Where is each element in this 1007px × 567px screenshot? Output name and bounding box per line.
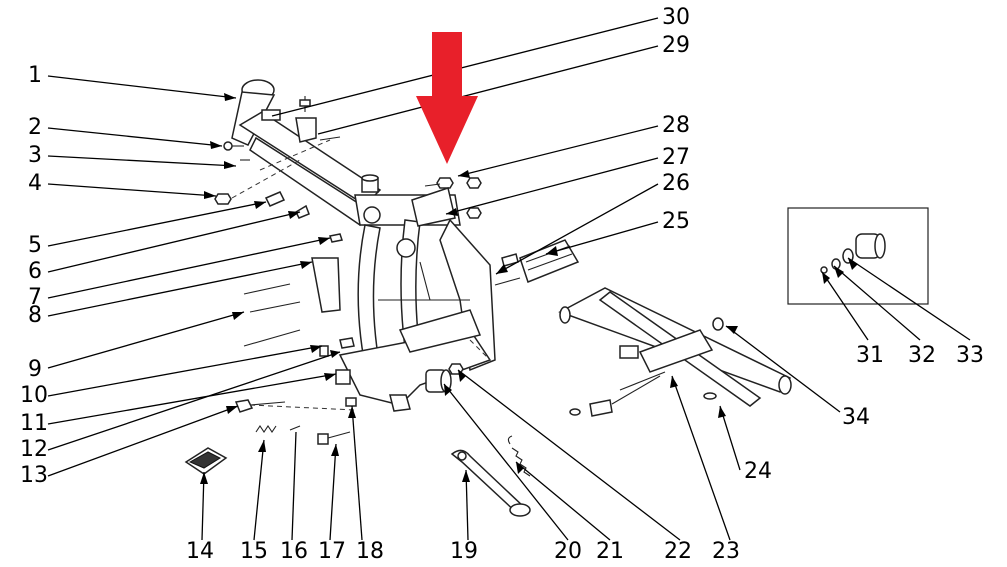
left-footpeg	[184, 447, 228, 475]
callout-17: 17	[318, 539, 346, 564]
highlight-arrow-icon	[416, 32, 478, 164]
callout-14: 14	[186, 539, 214, 564]
inset-detail-box	[787, 207, 929, 305]
callout-7: 7	[28, 285, 42, 310]
callout-3: 3	[28, 143, 42, 168]
callout-19: 19	[450, 539, 478, 564]
callout-33: 33	[956, 343, 984, 368]
callout-20: 20	[554, 539, 582, 564]
bottom-left-hardware	[234, 394, 411, 445]
callout-27: 27	[662, 145, 690, 170]
top-bushings	[361, 174, 482, 227]
callout-8: 8	[28, 303, 42, 328]
callout-30: 30	[662, 5, 690, 30]
leader-lines	[47, 17, 971, 541]
callout-9: 9	[28, 357, 42, 382]
callout-24: 24	[744, 459, 772, 484]
swing-arm	[558, 287, 792, 417]
callout-1: 1	[28, 63, 42, 88]
callout-31: 31	[856, 343, 884, 368]
side-stand	[450, 435, 531, 517]
callout-29: 29	[662, 33, 690, 58]
callout-6: 6	[28, 259, 42, 284]
callout-23: 23	[712, 539, 740, 564]
callout-28: 28	[662, 113, 690, 138]
leader-arrowheads	[200, 93, 858, 484]
callout-34: 34	[842, 405, 870, 430]
callout-21: 21	[596, 539, 624, 564]
callout-4: 4	[28, 171, 42, 196]
callout-26: 26	[662, 171, 690, 196]
callout-2: 2	[28, 115, 42, 140]
callout-16: 16	[280, 539, 308, 564]
right-footpeg	[494, 239, 580, 286]
callout-10: 10	[20, 383, 48, 408]
callout-11: 11	[20, 411, 48, 436]
callout-5: 5	[28, 233, 42, 258]
callout-18: 18	[356, 539, 384, 564]
left-brackets	[243, 233, 355, 385]
callout-15: 15	[240, 539, 268, 564]
callout-32: 32	[908, 343, 936, 368]
callout-25: 25	[662, 209, 690, 234]
callout-13: 13	[20, 463, 48, 488]
callout-12: 12	[20, 437, 48, 462]
head-hardware	[214, 96, 341, 219]
callout-numbers: 1 2 3 4 5 6 7 8 9 10 11 12 13 14 15 16 1…	[20, 5, 984, 564]
callout-22: 22	[664, 539, 692, 564]
